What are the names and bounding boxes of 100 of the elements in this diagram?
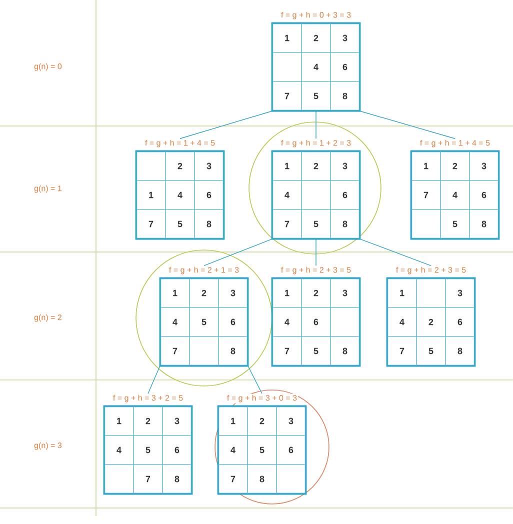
connector-line <box>360 238 432 266</box>
puzzle-cell: 7 <box>411 180 441 210</box>
connector-line <box>204 238 272 266</box>
puzzle-cell: 6 <box>218 307 248 337</box>
puzzle-cell: 4 <box>218 435 248 465</box>
puzzle-cell: 2 <box>440 151 470 181</box>
blank-cell <box>276 464 306 494</box>
puzzle-cell: 5 <box>189 307 219 337</box>
puzzle-cell: 6 <box>162 435 192 465</box>
puzzle-cell: 5 <box>133 435 163 465</box>
puzzle-cell: 3 <box>330 151 360 181</box>
puzzle-cell: 8 <box>218 336 248 366</box>
puzzle-cell: 4 <box>272 307 302 337</box>
puzzle-cell: 7 <box>218 464 248 494</box>
puzzle-cell: 1 <box>272 23 302 53</box>
blank-cell <box>411 209 441 239</box>
puzzle-cell: 2 <box>301 278 331 308</box>
score-label: f = g + h = 1 + 2 = 3 <box>280 138 352 148</box>
puzzle-cell: 7 <box>160 336 190 366</box>
connector-line <box>248 366 262 394</box>
puzzle-cell: 8 <box>330 209 360 239</box>
puzzle-cell: 3 <box>276 406 306 436</box>
score-label: f = g + h = 2 + 3 = 5 <box>280 266 352 276</box>
score-label: f = g + h = 3 + 0 = 3 <box>226 394 298 404</box>
puzzle-cell: 6 <box>330 52 360 82</box>
puzzle-cell: 7 <box>133 464 163 494</box>
score-label: f = g + h = 1 + 4 = 5 <box>418 138 492 148</box>
puzzle-cell: 6 <box>330 180 360 210</box>
puzzle-cell: 2 <box>133 406 163 436</box>
blank-cell <box>330 307 360 337</box>
puzzle-cell: 1 <box>136 180 166 210</box>
puzzle-cell: 8 <box>247 464 277 494</box>
puzzle-cell: 5 <box>165 209 195 239</box>
puzzle-cell: 8 <box>469 209 499 239</box>
puzzle-cell: 6 <box>276 435 306 465</box>
puzzle-cell: 7 <box>136 209 166 239</box>
puzzle-cell: 8 <box>330 336 360 366</box>
row-label: g(n) = 1 <box>34 185 62 193</box>
puzzle-cell: 6 <box>194 180 224 210</box>
connector-line <box>360 110 456 139</box>
puzzle-cell: 3 <box>330 23 360 53</box>
puzzle-cell: 1 <box>218 406 248 436</box>
puzzle-cell: 5 <box>301 81 331 111</box>
puzzle-cell: 8 <box>445 336 475 366</box>
blank-cell <box>272 52 302 82</box>
score-label: f = g + h = 0 + 3 = 3 <box>280 10 352 20</box>
puzzle-cell: 7 <box>387 336 417 366</box>
puzzle-cell: 5 <box>247 435 277 465</box>
puzzle-cell: 3 <box>469 151 499 181</box>
blank-cell <box>301 180 331 210</box>
puzzle-cell: 7 <box>272 336 302 366</box>
puzzle-cell: 1 <box>160 278 190 308</box>
puzzle-cell: 5 <box>301 209 331 239</box>
puzzle-cell: 2 <box>165 151 195 181</box>
puzzle-cell: 5 <box>416 336 446 366</box>
score-label: f = g + h = 2 + 1 = 3 <box>168 266 240 276</box>
puzzle-cell: 5 <box>301 336 331 366</box>
puzzle-cell: 3 <box>330 278 360 308</box>
puzzle-cell: 7 <box>272 209 302 239</box>
puzzle-cell: 1 <box>387 278 417 308</box>
puzzle-cell: 2 <box>416 307 446 337</box>
blank-cell <box>189 336 219 366</box>
puzzle-cell: 4 <box>160 307 190 337</box>
puzzle-cell: 8 <box>330 81 360 111</box>
puzzle-cell: 3 <box>194 151 224 181</box>
row-label: g(n) = 3 <box>34 442 62 450</box>
puzzle-cell: 1 <box>104 406 134 436</box>
puzzle-cell: 6 <box>469 180 499 210</box>
puzzle-cell: 8 <box>162 464 192 494</box>
puzzle-cell: 2 <box>247 406 277 436</box>
blank-cell <box>416 278 446 308</box>
puzzle-cell: 7 <box>272 81 302 111</box>
connector-line <box>180 110 272 139</box>
puzzle-cell: 4 <box>104 435 134 465</box>
puzzle-cell: 4 <box>387 307 417 337</box>
puzzle-cell: 1 <box>411 151 441 181</box>
score-label: f = g + h = 3 + 2 = 5 <box>112 394 184 404</box>
puzzle-cell: 4 <box>165 180 195 210</box>
puzzle-cell: 2 <box>301 23 331 53</box>
row-label: g(n) = 0 <box>34 63 62 71</box>
puzzle-cell: 1 <box>272 278 302 308</box>
puzzle-cell: 4 <box>272 180 302 210</box>
puzzle-cell: 1 <box>272 151 302 181</box>
puzzle-cell: 8 <box>194 209 224 239</box>
puzzle-cell: 6 <box>445 307 475 337</box>
puzzle-cell: 2 <box>189 278 219 308</box>
puzzle-cell: 2 <box>301 151 331 181</box>
puzzle-cell: 6 <box>301 307 331 337</box>
puzzle-cell: 4 <box>301 52 331 82</box>
score-label: f = g + h = 2 + 3 = 5 <box>394 266 468 276</box>
score-label: f = g + h = 1 + 4 = 5 <box>144 138 216 148</box>
blank-cell <box>104 464 134 494</box>
puzzle-cell: 3 <box>162 406 192 436</box>
row-label: g(n) = 2 <box>34 314 62 322</box>
puzzle-cell: 4 <box>440 180 470 210</box>
connector-line <box>148 366 160 394</box>
puzzle-cell: 3 <box>445 278 475 308</box>
puzzle-cell: 3 <box>218 278 248 308</box>
blank-cell <box>136 151 166 181</box>
puzzle-cell: 5 <box>440 209 470 239</box>
